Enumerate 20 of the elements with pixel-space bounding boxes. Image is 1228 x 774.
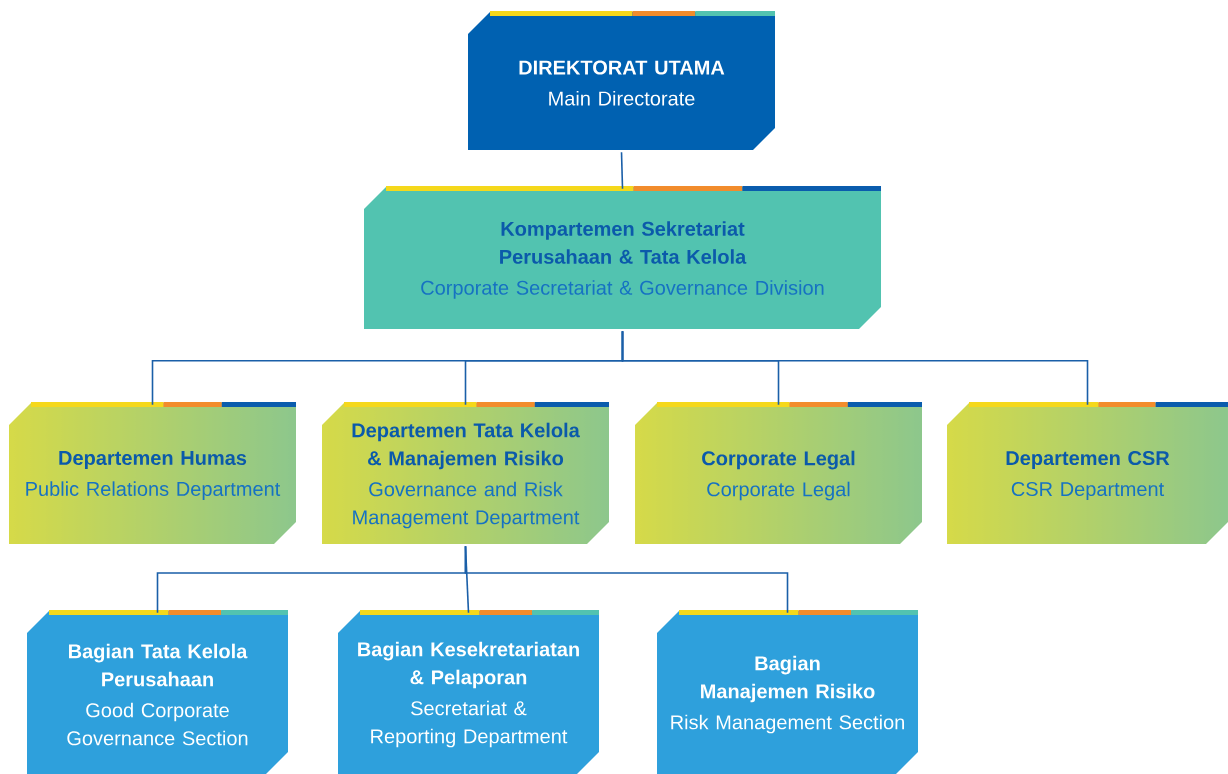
org-box: Kompartemen Sekretariat Perusahaan & Tata Kelola Corporate Secretariat & Governance Division (364, 186, 881, 329)
node-label: Public Relations Department (26, 481, 281, 500)
org-box: Bagian Tata Kelola Perusahaan Good Corporate Governance Section (27, 610, 288, 774)
org-box: Departemen Humas Public Relations Department (26, 402, 296, 500)
org-box: Bagian Kesekretariatan & Pelaporan Secretariat & Reporting Department (338, 610, 599, 774)
org-box: Corporate Legal Corporate Legal (657, 402, 922, 501)
node-label: Departemen Tata Kelola & Manajemen Risiko (352, 422, 580, 470)
node-label: Corporate Legal (707, 481, 850, 501)
connector-line (464, 545, 789, 614)
node-label: CSR Department (1011, 481, 1165, 501)
node-label: Departemen CSR (1006, 450, 1170, 470)
org-box: Departemen CSR CSR Department (969, 402, 1228, 501)
node-label: Corporate Legal (702, 450, 855, 470)
org-box: DIREKTORAT UTAMA Main Directorate (468, 11, 775, 150)
connector-line (620, 151, 624, 190)
connector-line (621, 330, 1089, 406)
node-label: Governance and Risk Management Department (353, 481, 580, 529)
node-label: Departemen Humas (59, 451, 247, 469)
org-box: Bagian Manajemen Risiko Risk Management Section (657, 610, 918, 774)
org-box: Departemen Tata Kelola & Manajemen Risiko Governance and Risk Management Department (344, 402, 609, 529)
